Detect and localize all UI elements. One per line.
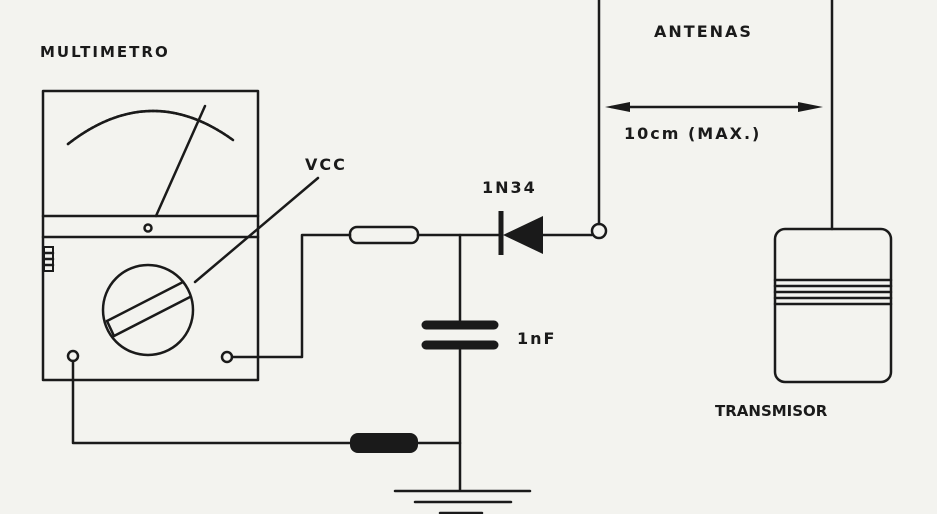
zero-adjust-screw [143, 223, 153, 233]
meter-needle [154, 104, 207, 218]
antenna-terminal [590, 222, 608, 240]
transmitter [773, 227, 893, 384]
capacitor-label: 1nF [517, 329, 556, 348]
resistor [348, 225, 420, 245]
selector-knob[interactable] [105, 280, 192, 338]
distance-label: 10cm (MAX.) [624, 124, 761, 143]
terminal-positive[interactable] [220, 350, 234, 364]
antennas-label: ANTENAS [654, 22, 753, 41]
wire [71, 359, 354, 445]
multimeter-label: MULTIMETRO [40, 43, 170, 61]
ground-symbol [393, 489, 532, 514]
multimeter-body [41, 89, 260, 382]
distance-arrow [605, 102, 823, 112]
transmitter-label: TRANSMISOR [715, 402, 828, 420]
wire [230, 233, 352, 359]
multimeter [41, 89, 260, 382]
vcc-pointer [193, 176, 320, 284]
diode-1n34 [498, 211, 543, 255]
meter-scale-arc [66, 109, 235, 146]
selector-dial[interactable] [101, 263, 195, 357]
battery-icon [42, 246, 55, 272]
vcc-label: VCC [305, 155, 347, 174]
black-resistor [350, 433, 418, 453]
diode-label: 1N34 [482, 178, 537, 197]
terminal-common[interactable] [66, 349, 80, 363]
